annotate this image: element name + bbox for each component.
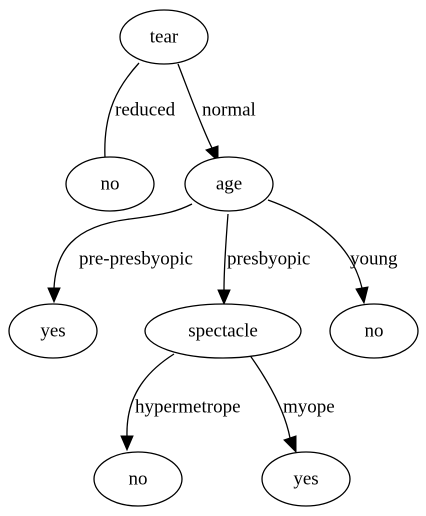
node-yes-myope: yes	[261, 451, 351, 507]
node-label: no	[101, 174, 120, 195]
edge-line	[126, 353, 175, 437]
edge-label-pre-presbyopic: pre-presbyopic	[79, 249, 193, 270]
edge-label-myope: myope	[283, 397, 335, 418]
node-no-young: no	[329, 303, 419, 359]
edge-line	[223, 213, 229, 291]
node-age: age	[184, 156, 274, 212]
edge-arrowhead	[217, 289, 231, 306]
node-no-hypermetrope: no	[93, 451, 183, 507]
edge-age-yes-pre-presbyopic: pre-presbyopic	[47, 203, 193, 304]
node-label: age	[216, 174, 242, 195]
edge-label-reduced: reduced	[115, 100, 176, 121]
edge-spectacle-yes-myope: myope	[248, 353, 335, 454]
edge-label-presbyopic: presbyopic	[227, 249, 310, 270]
edge-line	[267, 199, 363, 289]
edge-line	[104, 62, 140, 159]
edge-label-young: young	[350, 249, 398, 270]
edge-tear-age-normal: normal	[177, 63, 256, 163]
edge-age-spectacle-presbyopic: presbyopic	[217, 213, 310, 306]
edge-line	[177, 63, 213, 149]
edge-label-normal: normal	[202, 100, 256, 121]
node-no-reduced: no	[65, 156, 155, 212]
node-yes-pre-presbyopic: yes	[8, 303, 98, 359]
edge-arrowhead	[355, 286, 369, 305]
node-label: no	[365, 321, 384, 342]
node-tear: tear	[119, 9, 209, 65]
node-label: tear	[150, 27, 179, 48]
node-label: yes	[40, 321, 65, 342]
node-label: no	[129, 469, 148, 490]
node-label: yes	[293, 469, 318, 490]
edge-label-hypermetrope: hypermetrope	[135, 397, 241, 418]
edge-arrowhead	[205, 145, 219, 163]
edge-age-no-young: young	[267, 199, 398, 305]
edge-line	[248, 353, 291, 439]
node-spectacle: spectacle	[144, 303, 302, 359]
edge-arrowhead	[283, 435, 297, 454]
edge-tear-no-reduced: reduced	[98, 62, 176, 174]
edge-arrowhead	[47, 287, 61, 304]
edge-spectacle-no-hypermetrope: hypermetrope	[120, 353, 241, 452]
edge-line	[53, 203, 193, 289]
edge-arrowhead	[120, 435, 134, 452]
node-label: spectacle	[188, 321, 258, 342]
